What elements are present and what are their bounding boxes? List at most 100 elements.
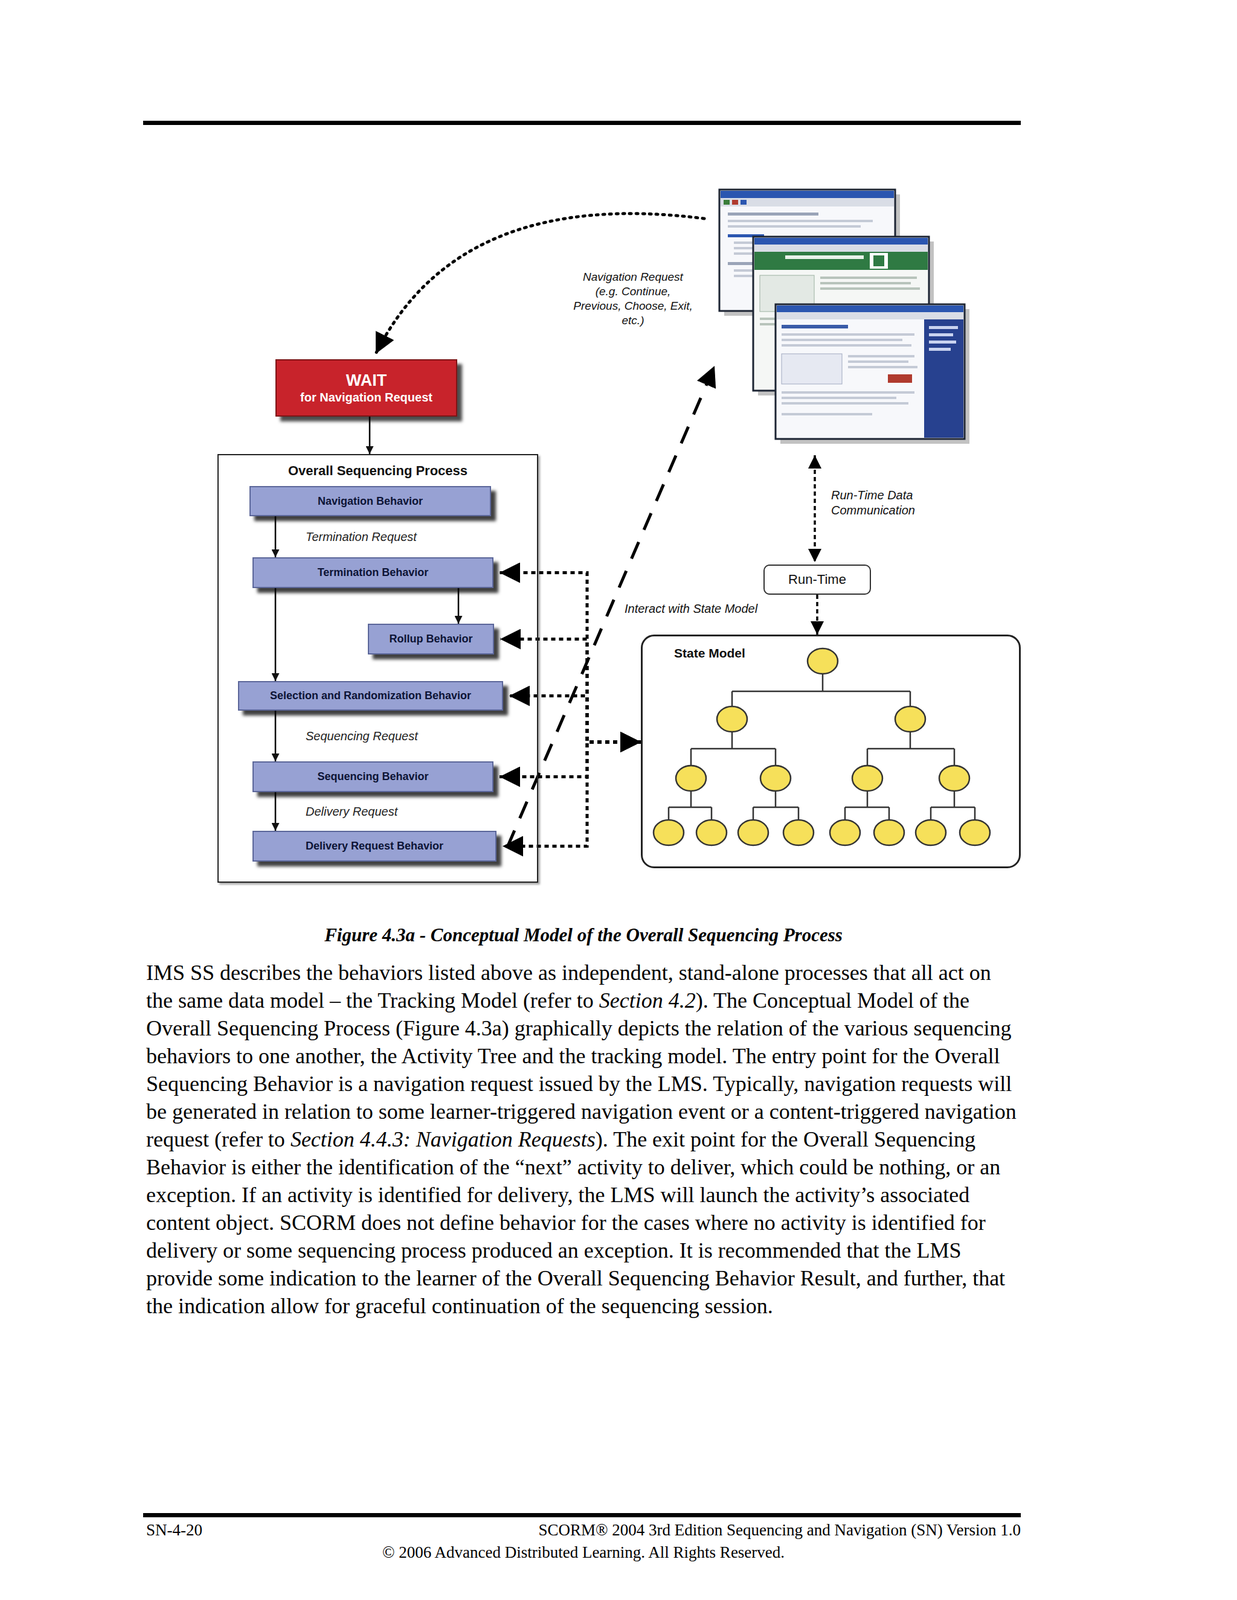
arrow-label: Interact with State Model: [624, 602, 758, 617]
box-label: Navigation Behavior: [317, 495, 423, 508]
screenshot-window: [723, 199, 730, 205]
screenshot-window: [820, 287, 920, 290]
box-label: Rollup Behavior: [388, 632, 473, 646]
screenshot-window: [781, 324, 849, 329]
runtime-data-arrow: [813, 455, 817, 563]
screenshot-window: [720, 190, 894, 199]
screenshot-window: [727, 212, 819, 216]
screenshot-window: [781, 353, 842, 385]
behavior-box: Delivery Request Behavior: [252, 831, 497, 862]
process-group: Overall Sequencing ProcessNavigation Beh…: [217, 454, 539, 884]
state-model-link: [502, 742, 641, 847]
screenshot-window: [820, 282, 911, 285]
screenshot-window: [740, 199, 747, 205]
flow-arrow: [274, 710, 277, 762]
state-model-link: [499, 742, 641, 778]
behavior-box: Selection and Randomization Behavior: [237, 681, 504, 711]
screenshot-window: [887, 374, 913, 383]
activity-tree: [760, 765, 791, 792]
screenshot-window: [820, 276, 917, 280]
screenshot-window: [781, 333, 915, 336]
body-paragraph: IMS SS describes the behaviors listed ab…: [146, 959, 1021, 1321]
edge-label: Sequencing Request: [305, 729, 418, 744]
activity-tree: [653, 820, 684, 846]
screenshot-window: [781, 344, 912, 347]
screenshot-window: [928, 347, 951, 351]
screenshot-window: [869, 253, 888, 269]
screenshot-window: [775, 304, 965, 440]
behavior-box: Navigation Behavior: [249, 486, 492, 517]
screenshot-window: [848, 355, 915, 358]
activity-tree: [738, 820, 769, 846]
screenshot-window: [924, 319, 964, 438]
screenshot-window: [727, 219, 873, 223]
runtime-data-arrow: [814, 455, 816, 563]
flow-arrow: [369, 416, 371, 455]
page-number: SN-4-20: [146, 1521, 203, 1541]
activity-tree: [895, 706, 926, 733]
flow-arrow: [274, 792, 277, 832]
body-text: Section 4.4.3: Navigation Requests: [290, 1127, 596, 1152]
box-label: Run-Time: [788, 571, 847, 588]
activity-tree: [939, 765, 970, 792]
arrow-label: Navigation Request (e.g. Continue, Previ…: [572, 269, 694, 328]
screenshot-window: [727, 225, 861, 228]
box-label: Termination Behavior: [317, 566, 429, 580]
screenshot-window: [781, 338, 903, 342]
activity-tree: [653, 648, 990, 846]
behavior-box: Rollup Behavior: [367, 623, 495, 655]
activity-tree: [959, 820, 990, 846]
figure-caption: Figure 4.3a - Conceptual Model of the Ov…: [146, 924, 1021, 947]
screenshot-window: [732, 199, 739, 205]
edge-label: Termination Request: [305, 530, 417, 545]
state-model-panel: State Model: [640, 634, 1021, 869]
state-model-link: [499, 573, 641, 743]
page-rule: [143, 120, 1021, 126]
box-title: WAIT: [346, 371, 388, 391]
activity-tree: [873, 820, 905, 846]
behavior-box: Sequencing Behavior: [252, 761, 494, 793]
panel-title: State Model: [674, 646, 746, 661]
screenshot-window: [754, 251, 928, 270]
screenshot-window: [781, 402, 909, 405]
screenshot-window: [848, 360, 909, 364]
body-text: ). The Conceptual Model of the Overall S…: [146, 988, 1017, 1152]
activity-tree: [716, 706, 748, 733]
box-label: Sequencing Behavior: [317, 770, 429, 784]
box-subtitle: for Navigation Request: [300, 390, 433, 405]
body-text: Section 4.2: [599, 988, 696, 1013]
screenshot-window: [781, 413, 873, 416]
page-rule: [143, 120, 1021, 1518]
group-title: Overall Sequencing Process: [218, 455, 537, 479]
arrow-label: Run-Time Data Communication: [831, 488, 934, 519]
screenshot-window: [873, 255, 885, 267]
screenshot-window: [720, 198, 894, 207]
activity-tree: [829, 820, 861, 846]
state-model-link: [509, 696, 641, 743]
screenshot-window: [928, 333, 954, 337]
flow-arrow: [274, 588, 277, 682]
screenshot-window: [754, 244, 928, 252]
activity-tree: [675, 765, 707, 792]
navigation-request-arrow: [375, 213, 705, 354]
activity-tree: [696, 820, 727, 846]
screenshot-window: [928, 326, 958, 330]
flow-arrow: [816, 594, 819, 635]
page-rule: [143, 1513, 1021, 1518]
activity-tree: [852, 765, 883, 792]
activity-tree: [783, 820, 814, 846]
screenshot-window: [776, 305, 964, 313]
body-text: ). The exit point for the Overall Sequen…: [146, 1127, 1006, 1319]
edge-label: Delivery Request: [305, 805, 398, 820]
screenshot-window: [754, 237, 928, 245]
activity-tree: [668, 674, 975, 821]
wait-box: WAITfor Navigation Request: [275, 359, 458, 417]
box-label: Delivery Request Behavior: [305, 840, 444, 853]
copyright: © 2006 Advanced Distributed Learning. Al…: [146, 1543, 1021, 1563]
screenshot-window: [785, 255, 864, 260]
screenshot-window: [781, 396, 897, 400]
flow-arrow: [274, 516, 277, 558]
